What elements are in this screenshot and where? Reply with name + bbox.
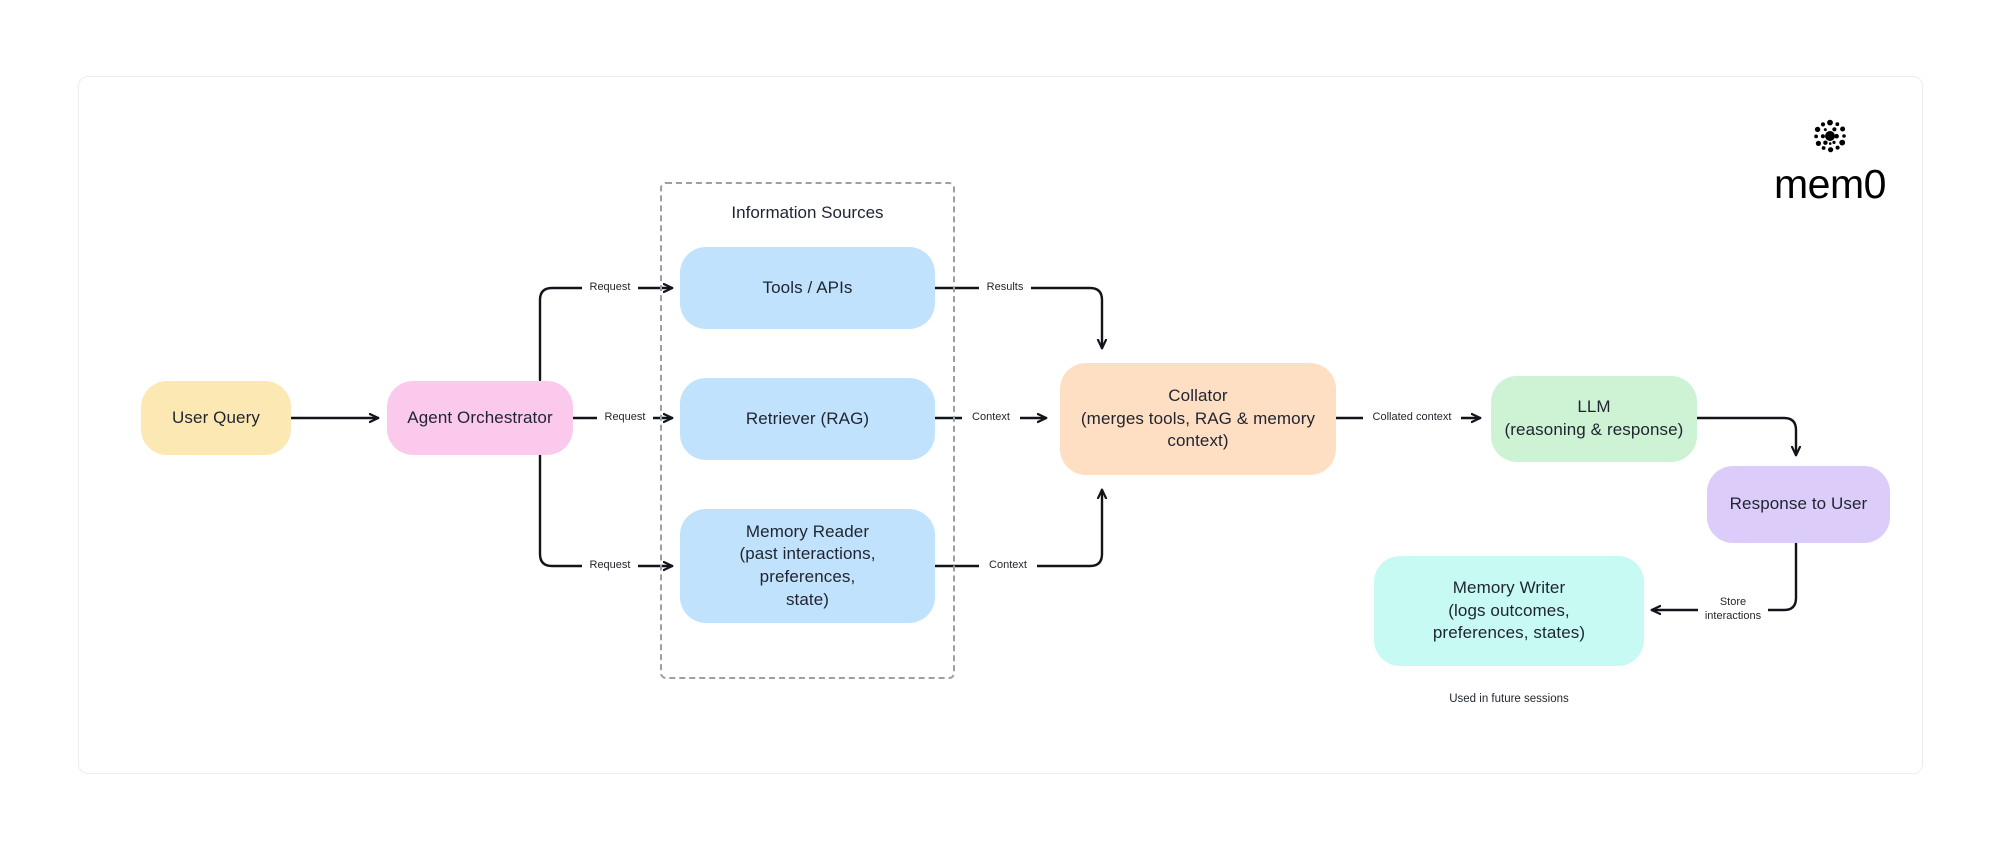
mem0-logo: mem0: [1760, 112, 1900, 205]
node-collator-line-2: (merges tools, RAG & memory: [1080, 408, 1316, 428]
node-user-query-label: User Query: [172, 407, 260, 427]
node-memory-reader-line-1: Memory Reader: [745, 521, 870, 541]
edge-label-request-tools: Request: [582, 281, 638, 295]
edge-label-collated-context: Collated context: [1363, 411, 1461, 425]
node-retriever-rag[interactable]: Retriever (RAG): [680, 378, 935, 460]
node-response-to-user[interactable]: Response to User: [1707, 466, 1890, 543]
node-retriever-rag-label: Retriever (RAG): [745, 408, 870, 428]
node-memory-reader-line-3: state): [785, 589, 830, 609]
edge-label-context-rag: Context: [962, 411, 1020, 425]
note-used-in-future-sessions: Used in future sessions: [1449, 693, 1569, 705]
node-memory-writer-line-2: (logs outcomes,: [1448, 600, 1570, 620]
edge-label-store-interactions: Store interactions: [1698, 596, 1768, 624]
edge-label-request-retriever: Request: [597, 411, 653, 425]
edge-label-request-memory: Request: [582, 559, 638, 573]
node-agent-orchestrator-label: Agent Orchestrator: [407, 407, 553, 427]
edge-label-results: Results: [979, 281, 1031, 295]
node-memory-writer-line-1: Memory Writer: [1452, 578, 1566, 598]
node-tools-apis[interactable]: Tools / APIs: [680, 247, 935, 329]
edge-label-context-memory: Context: [979, 559, 1037, 573]
mem0-dot-cluster-icon: [1814, 119, 1846, 153]
node-user-query[interactable]: User Query: [141, 381, 291, 455]
node-llm[interactable]: LLM (reasoning & response): [1491, 376, 1697, 462]
mem0-wordmark: mem0: [1774, 161, 1886, 207]
node-memory-writer[interactable]: Memory Writer (logs outcomes, preference…: [1374, 556, 1644, 666]
node-agent-orchestrator[interactable]: Agent Orchestrator: [387, 381, 573, 455]
node-collator-line-3: context): [1167, 431, 1229, 451]
node-llm-line-1: LLM: [1577, 397, 1611, 417]
information-sources-title: Information Sources: [731, 203, 884, 222]
node-memory-reader-line-2: (past interactions, preferences,: [739, 544, 876, 586]
node-tools-apis-label: Tools / APIs: [762, 277, 853, 297]
node-response-to-user-label: Response to User: [1729, 494, 1868, 514]
node-memory-writer-line-3: preferences, states): [1432, 623, 1586, 643]
node-llm-line-2: (reasoning & response): [1504, 420, 1684, 439]
node-memory-reader[interactable]: Memory Reader (past interactions, prefer…: [680, 509, 935, 623]
node-collator[interactable]: Collator (merges tools, RAG & memory con…: [1060, 363, 1336, 475]
information-sources-group: [660, 182, 955, 679]
node-collator-line-1: Collator: [1168, 386, 1228, 406]
